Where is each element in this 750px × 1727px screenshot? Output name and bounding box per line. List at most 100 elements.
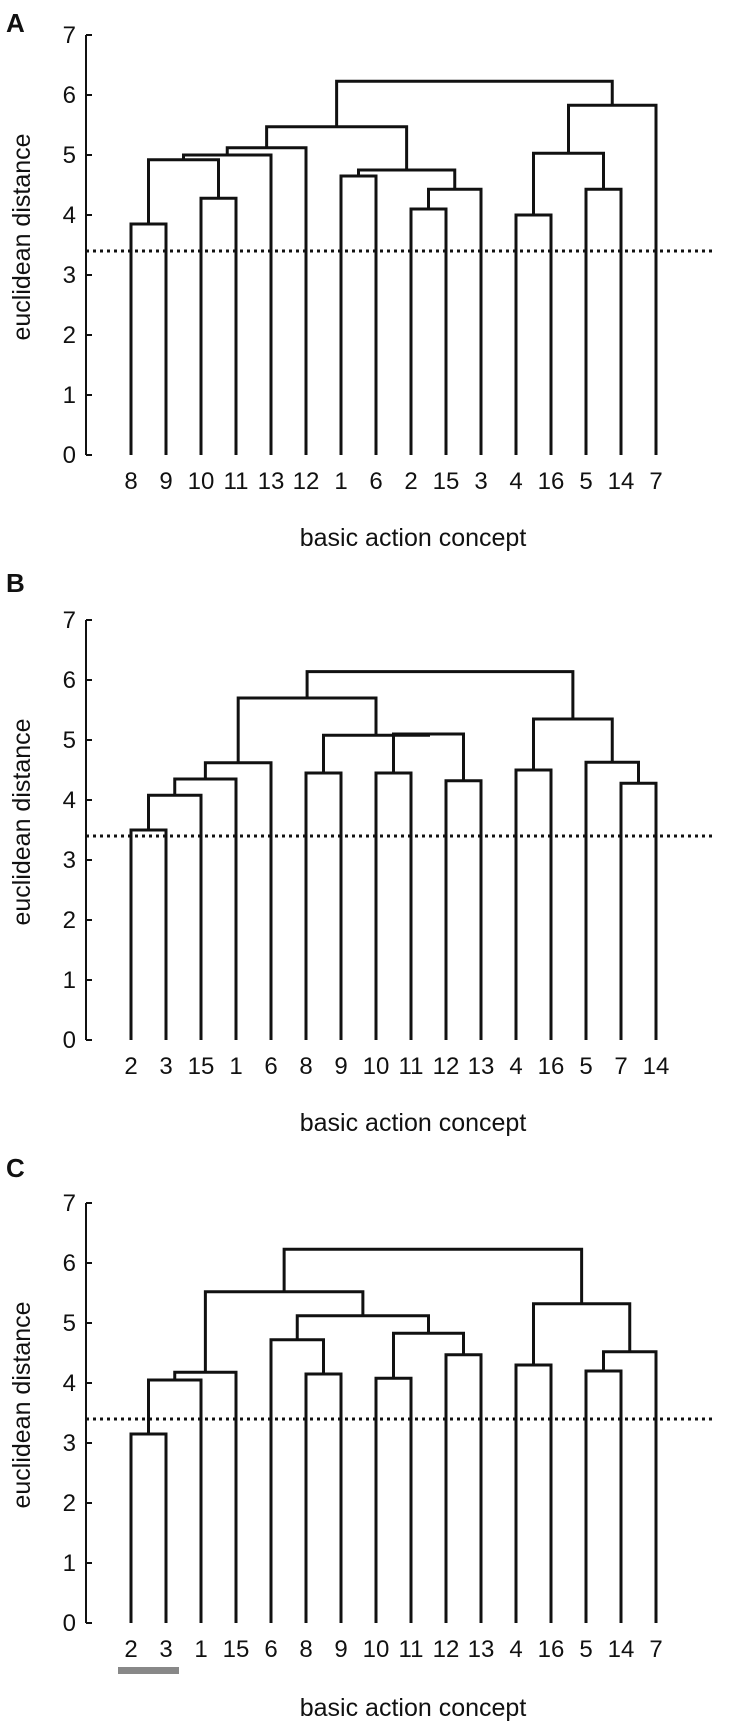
panel-b-leaf-label: 1	[229, 1053, 242, 1080]
panel-c-leaf-label: 7	[649, 1636, 662, 1663]
panel-b-merge-link	[584, 760, 640, 1040]
panel-c-merge-link	[584, 1369, 623, 1623]
panel-c-y-tick-label: 6	[63, 1250, 76, 1277]
panel-b-leaf-label: 3	[159, 1053, 172, 1080]
panel-a-y-tick-label: 0	[63, 442, 76, 469]
panel-a-leaf-label: 2	[404, 468, 417, 495]
panel-a-leaf-label: 16	[538, 468, 565, 495]
panel-a-leaf-label: 13	[258, 468, 285, 495]
panel-b-merge-link	[444, 779, 483, 1040]
panel-a-y-tick-label: 4	[63, 202, 76, 229]
panel-c-leaf-label: 10	[363, 1636, 390, 1663]
panel-c-merge-link	[374, 1376, 413, 1623]
panel-b-leaf-label: 14	[643, 1053, 670, 1080]
panel-b: B euclidean distance basic action concep…	[6, 568, 714, 1137]
panel-c-leaf-label: 14	[608, 1636, 635, 1663]
panel-c-leaf-label: 11	[399, 1636, 424, 1663]
panel-c-y-tick-label: 7	[63, 1190, 76, 1217]
panel-a-merge-link	[427, 187, 483, 455]
panel-c-y-tick-label: 3	[63, 1430, 76, 1457]
panel-b-merge-link	[129, 828, 168, 1040]
panel-b-merge-link	[147, 793, 203, 1040]
panel-b-y-tick-label: 5	[63, 727, 76, 754]
panel-c-merge-link	[203, 1290, 365, 1373]
panel-b-leaf-label: 8	[299, 1053, 312, 1080]
panel-b-leaf-label: 13	[468, 1053, 495, 1080]
panel-a-leaf-label: 10	[188, 468, 215, 495]
panel-c-merge-link	[514, 1363, 553, 1623]
panel-a-merge-link	[409, 207, 448, 455]
panel-a-y-tick-label: 7	[63, 22, 76, 49]
panel-a-merge-link	[199, 196, 238, 455]
panel-c-y-tick-label: 4	[63, 1370, 76, 1397]
panel-a-merge-link	[129, 222, 168, 455]
panel-a-leaf-label: 12	[293, 468, 320, 495]
panel-c-merge-link	[532, 1302, 632, 1365]
panel-a-merge-link	[147, 158, 220, 224]
panel-c-y-tick-label: 2	[63, 1490, 76, 1517]
panel-b-leaf-label: 5	[579, 1053, 592, 1080]
panel-c-leaf-label: 8	[299, 1636, 312, 1663]
panel-c-merge-link	[173, 1370, 238, 1623]
panel-a-leaf-label: 15	[433, 468, 460, 495]
panel-b-y-axis-title: euclidean distance	[8, 718, 36, 925]
panel-b-merge-link	[203, 761, 273, 1040]
panel-a-leaf-label: 11	[224, 468, 249, 495]
panel-c-merge-link	[295, 1314, 430, 1340]
panel-b-merge-link	[236, 696, 378, 763]
panel-b-merge-link	[374, 771, 413, 1040]
panel-a-y-tick-label: 6	[63, 82, 76, 109]
panel-c-x-axis-title: basic action concept	[300, 1694, 527, 1722]
panel-b-merge-link	[619, 781, 658, 1040]
panel-c-merge-link	[269, 1338, 325, 1623]
panel-b-leaf-label: 15	[188, 1053, 215, 1080]
panel-b-x-axis-title: basic action concept	[300, 1109, 527, 1137]
panel-b-leaf-label: 4	[509, 1053, 522, 1080]
panel-b-y-tick-label: 6	[63, 667, 76, 694]
panel-c-merge-link	[602, 1350, 658, 1623]
panel-a-x-axis-title: basic action concept	[300, 524, 527, 552]
panel-b-y-tick-label: 4	[63, 787, 76, 814]
panel-c-y-tick-label: 0	[63, 1610, 76, 1637]
panel-c-merge-link	[129, 1432, 168, 1623]
panel-b-merge-link	[173, 777, 238, 1040]
panel-c-leaf-label: 3	[159, 1636, 172, 1663]
panel-a-y-tick-label: 1	[63, 382, 76, 409]
panel-b-merge-link	[305, 670, 575, 719]
panel-b-y-tick-label: 7	[63, 607, 76, 634]
panel-a-leaf-label: 6	[369, 468, 382, 495]
panel-b-leaf-label: 2	[124, 1053, 137, 1080]
panel-c-leaf-label: 12	[433, 1636, 460, 1663]
panel-b-merge-link	[322, 733, 430, 773]
panel-c-y-axis-title: euclidean distance	[8, 1301, 36, 1508]
panel-b-y-tick-label: 1	[63, 967, 76, 994]
panel-c-leaf-label: 15	[223, 1636, 250, 1663]
panel-a-y-tick-label: 3	[63, 262, 76, 289]
panel-c-leaf-label: 9	[334, 1636, 347, 1663]
panel-b-y-tick-label: 2	[63, 907, 76, 934]
panel-b-leaf-label: 16	[538, 1053, 565, 1080]
panel-c-leaf-label: 4	[509, 1636, 522, 1663]
panel-a-merge-link	[182, 153, 273, 455]
panel-c-y-tick-label: 5	[63, 1310, 76, 1337]
panel-c-leaf-label: 16	[538, 1636, 565, 1663]
panel-a-leaf-label: 4	[509, 468, 522, 495]
panel-c: C euclidean distance basic action concep…	[6, 1153, 714, 1722]
panel-a-leaf-label: 9	[159, 468, 172, 495]
panel-b-y-tick-label: 3	[63, 847, 76, 874]
panel-a-merge-link	[339, 174, 378, 455]
panel-b-leaf-label: 11	[399, 1053, 424, 1080]
panel-b-merge-link	[514, 768, 553, 1040]
panel-a-merge-link	[584, 187, 623, 455]
panel-a-leaf-label: 8	[124, 468, 137, 495]
panel-letter-a: A	[6, 8, 25, 38]
panel-c-highlight-bar	[118, 1667, 179, 1674]
panel-a-leaf-label: 5	[579, 468, 592, 495]
panel-c-leaf-label: 2	[124, 1636, 137, 1663]
panel-a-merge-link	[567, 103, 658, 455]
panel-a-leaf-label: 3	[474, 468, 487, 495]
panel-b-leaf-label: 9	[334, 1053, 347, 1080]
panel-c-leaf-label: 13	[468, 1636, 495, 1663]
panel-a-y-axis-title: euclidean distance	[8, 133, 36, 340]
